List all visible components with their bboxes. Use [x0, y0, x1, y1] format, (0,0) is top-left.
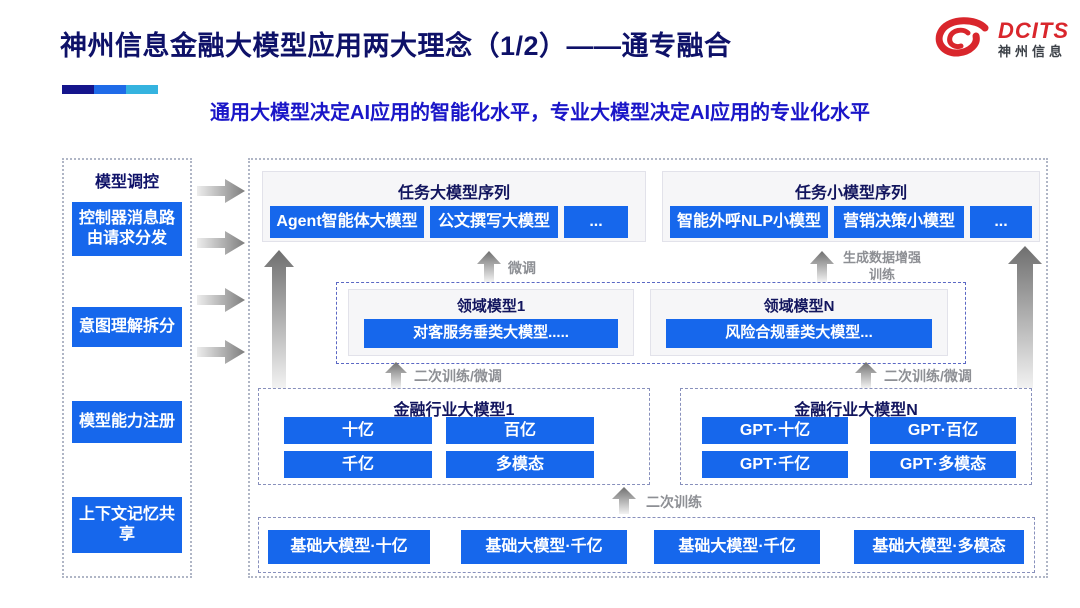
industry-model-group-1: 金融行业大模型1: [258, 388, 650, 485]
arrow-right-icon: [197, 288, 245, 312]
model-node-base-100b: 基础大模型·千亿: [461, 530, 627, 564]
model-node-10b: 百亿: [446, 417, 594, 444]
model-node-1b: 十亿: [284, 417, 432, 444]
model-node-100b: 千亿: [284, 451, 432, 478]
group-title: 领域模型N: [763, 298, 835, 315]
dcits-swirl-icon: [935, 17, 989, 57]
model-node-multimodal: 多模态: [446, 451, 594, 478]
sidebar-item-router: 控制器消息路由请求分发: [72, 202, 182, 256]
slide-subtitle: 通用大模型决定AI应用的智能化水平，专业大模型决定AI应用的专业化水平: [210, 102, 870, 124]
page-title: 神州信息金融大模型应用两大理念（1/2）——通专融合: [60, 31, 732, 61]
group-title: 金融行业大模型N: [794, 402, 918, 419]
group-title: 任务小模型序列: [794, 185, 907, 202]
model-node-base-100b-2: 基础大模型·千亿: [654, 530, 820, 564]
model-node-gpt-multimodal: GPT·多模态: [870, 451, 1016, 478]
label-gen-data-training: 生成数据增强训练: [842, 250, 921, 282]
sidebar-item-intent: 意图理解拆分: [72, 307, 182, 347]
arrow-up-icon: [810, 251, 834, 282]
accent-segment: [62, 85, 94, 94]
sidebar-title: 模型调控: [94, 174, 159, 191]
sidebar-item-context: 上下文记忆共享: [72, 497, 182, 553]
arrow-up-icon: [385, 362, 407, 388]
group-title: 领域模型1: [456, 298, 526, 315]
model-control-panel: [62, 158, 192, 578]
model-node-marketing: 营销决策小模型: [834, 206, 964, 238]
model-node-base-1b: 基础大模型·十亿: [268, 530, 430, 564]
model-node-risk-compliance: 风险合规垂类大模型...: [666, 319, 932, 348]
arrow-up-icon: [477, 251, 501, 282]
model-node-base-multimodal: 基础大模型·多模态: [854, 530, 1024, 564]
accent-segment: [126, 85, 158, 94]
label-retrain: 二次训练: [646, 494, 702, 510]
model-node-agent: Agent智能体大模型: [270, 206, 424, 238]
model-node-ellipsis: ...: [970, 206, 1032, 238]
model-node-customer-service: 对客服务垂类大模型.....: [364, 319, 618, 348]
logo-brand-text: DCITS: [998, 17, 1069, 43]
arrow-up-icon: [264, 250, 294, 388]
title-accent-bar: [62, 85, 158, 94]
label-finetune: 微调: [508, 260, 536, 276]
model-node-gpt-1b: GPT·十亿: [702, 417, 848, 444]
model-node-doc-writing: 公文撰写大模型: [430, 206, 558, 238]
model-architecture-panel: [248, 158, 1048, 578]
sidebar-item-registry: 模型能力注册: [72, 401, 182, 443]
dcits-logo: DCITS 神州信息: [930, 16, 1069, 62]
logo-brand-cn: 神州信息: [998, 43, 1067, 59]
group-title: 金融行业大模型1: [393, 402, 515, 419]
arrow-up-icon: [612, 487, 636, 514]
model-node-gpt-100b: GPT·千亿: [702, 451, 848, 478]
base-model-container: [258, 517, 1035, 573]
arrow-up-icon: [855, 362, 877, 388]
label-retrain-finetune-left: 二次训练/微调: [414, 368, 502, 384]
model-node-nlp-outbound: 智能外呼NLP小模型: [670, 206, 828, 238]
arrow-right-icon: [197, 340, 245, 364]
arrow-right-icon: [197, 179, 245, 203]
arrow-up-icon: [1008, 246, 1042, 388]
label-retrain-finetune-right: 二次训练/微调: [884, 368, 972, 384]
model-node-ellipsis: ...: [564, 206, 628, 238]
group-title: 任务大模型序列: [397, 185, 510, 202]
model-node-gpt-10b: GPT·百亿: [870, 417, 1016, 444]
arrow-right-icon: [197, 231, 245, 255]
domain-model-container: [336, 282, 966, 364]
accent-segment: [94, 85, 126, 94]
industry-model-group-n: 金融行业大模型N: [680, 388, 1032, 485]
